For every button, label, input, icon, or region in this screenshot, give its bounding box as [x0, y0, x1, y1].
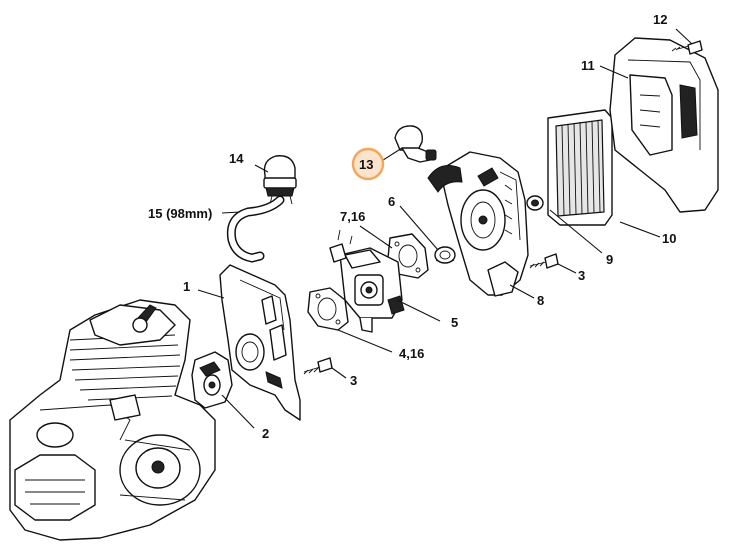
highlight-circle [351, 147, 385, 181]
label-13-highlight: 13 [351, 147, 385, 181]
label-3-upper: 3 [578, 268, 585, 283]
part-2-intake-flange [191, 351, 233, 409]
label-8: 8 [537, 293, 544, 308]
part-11-filter-cover [609, 37, 719, 213]
label-1: 1 [183, 279, 190, 294]
part-14-primer-bulb [263, 155, 297, 205]
part-5-carburetor [329, 229, 405, 333]
part-4-16-gasket [307, 287, 349, 331]
label-15-98mm: 15 (98mm) [148, 206, 212, 221]
part-3-screw-upper [529, 253, 559, 269]
label-5: 5 [451, 315, 458, 330]
part-3-screw-lower [303, 357, 333, 375]
leader-lines [197, 28, 693, 429]
part-10-air-filter [547, 109, 613, 226]
filter-pleats [561, 119, 601, 216]
label-6: 6 [388, 194, 395, 209]
label-7-16: 7,16 [340, 209, 365, 224]
part-6-rubber-ring [434, 246, 456, 264]
part-8-filter-base [427, 151, 529, 297]
label-10: 10 [662, 231, 676, 246]
label-13: 13 [359, 157, 373, 172]
label-2: 2 [262, 426, 269, 441]
engine-block [9, 299, 216, 541]
part-15-fuel-hose [226, 195, 285, 263]
label-3-lower: 3 [350, 373, 357, 388]
label-14: 14 [229, 151, 244, 166]
label-12: 12 [653, 12, 667, 27]
label-11: 11 [581, 58, 595, 73]
part-1-carburetor-housing [219, 264, 301, 421]
part-13-choke-knob [394, 125, 437, 163]
part-9-grommet [526, 195, 544, 211]
label-4-16: 4,16 [399, 346, 424, 361]
cylinder-fins [69, 334, 181, 401]
callout-labels: 12 11 13 14 15 (98mm) 6 7,16 9 10 3 1 8 … [148, 12, 676, 441]
label-9: 9 [606, 252, 613, 267]
